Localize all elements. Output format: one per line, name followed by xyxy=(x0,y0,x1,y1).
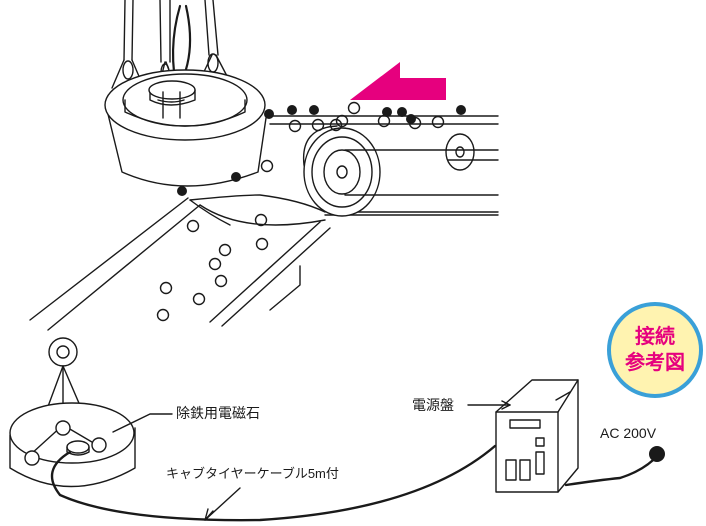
reference-badge xyxy=(607,302,703,398)
cabtire-cable xyxy=(50,444,497,522)
ac-cable xyxy=(564,453,660,487)
plug-icon xyxy=(649,446,665,462)
magnet-leader-line xyxy=(112,413,173,433)
discharge-chute xyxy=(29,197,331,331)
power-panel-label: 電源盤 xyxy=(412,397,454,413)
cable-leader-line xyxy=(204,487,241,521)
overhead-magnet xyxy=(104,69,267,187)
magnet-label: 除鉄用電磁石 xyxy=(176,405,260,421)
cable-label: キャブタイヤーケーブル5m付 xyxy=(166,466,339,481)
badge-line1: 接続 xyxy=(635,324,675,348)
conveyed-material xyxy=(156,101,466,322)
conveyor-direction-arrow xyxy=(350,62,446,100)
power-panel xyxy=(495,379,579,493)
badge-line2: 参考図 xyxy=(625,350,685,374)
ac-supply-label: AC 200V xyxy=(600,425,657,441)
magnet-schematic xyxy=(9,337,136,488)
